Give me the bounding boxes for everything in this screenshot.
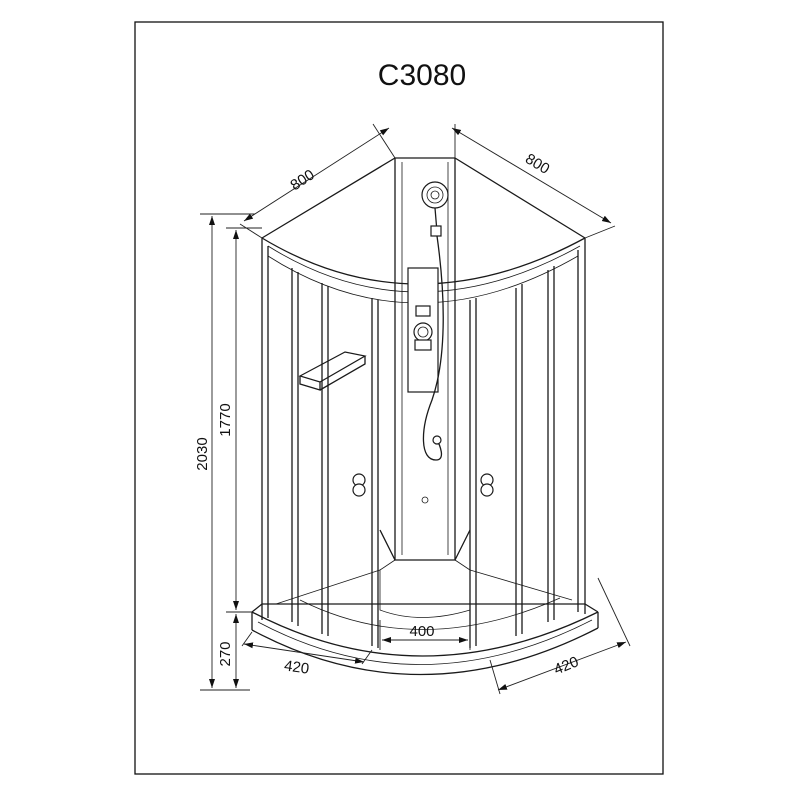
dimension-tray-height: 270 <box>217 614 239 688</box>
glass-panels <box>261 238 586 648</box>
door-handle-right <box>480 473 494 497</box>
door-handle-left <box>352 473 366 497</box>
svg-text:1770: 1770 <box>217 403 234 436</box>
dimension-tray-side-right: 420 <box>489 577 631 695</box>
shower-cabin <box>251 157 599 676</box>
svg-text:420: 420 <box>552 653 582 678</box>
shower-head-icon <box>421 181 449 237</box>
svg-text:800: 800 <box>522 150 552 177</box>
drain-point <box>421 496 429 504</box>
svg-text:2030: 2030 <box>194 437 211 470</box>
dimension-tray-side-left: 420 <box>241 631 373 678</box>
back-panel <box>394 158 456 560</box>
shower-hose <box>422 235 444 461</box>
dimension-door-opening: 400 <box>379 620 471 650</box>
model-title: C3080 <box>378 59 466 92</box>
drawing-frame <box>134 21 664 775</box>
dimension-cabin-height: 1770 <box>217 227 262 613</box>
dimension-width-right: 800 <box>451 124 616 239</box>
svg-text:400: 400 <box>409 623 434 640</box>
svg-text:420: 420 <box>283 657 310 677</box>
svg-text:270: 270 <box>217 641 234 666</box>
dimension-width-left: 800 <box>239 123 396 239</box>
hose-holder-icon <box>432 435 442 445</box>
shower-tray-basin <box>275 529 573 630</box>
shelf <box>298 351 367 391</box>
control-panel <box>407 267 439 393</box>
dimension-total-height: 2030 <box>194 213 255 691</box>
